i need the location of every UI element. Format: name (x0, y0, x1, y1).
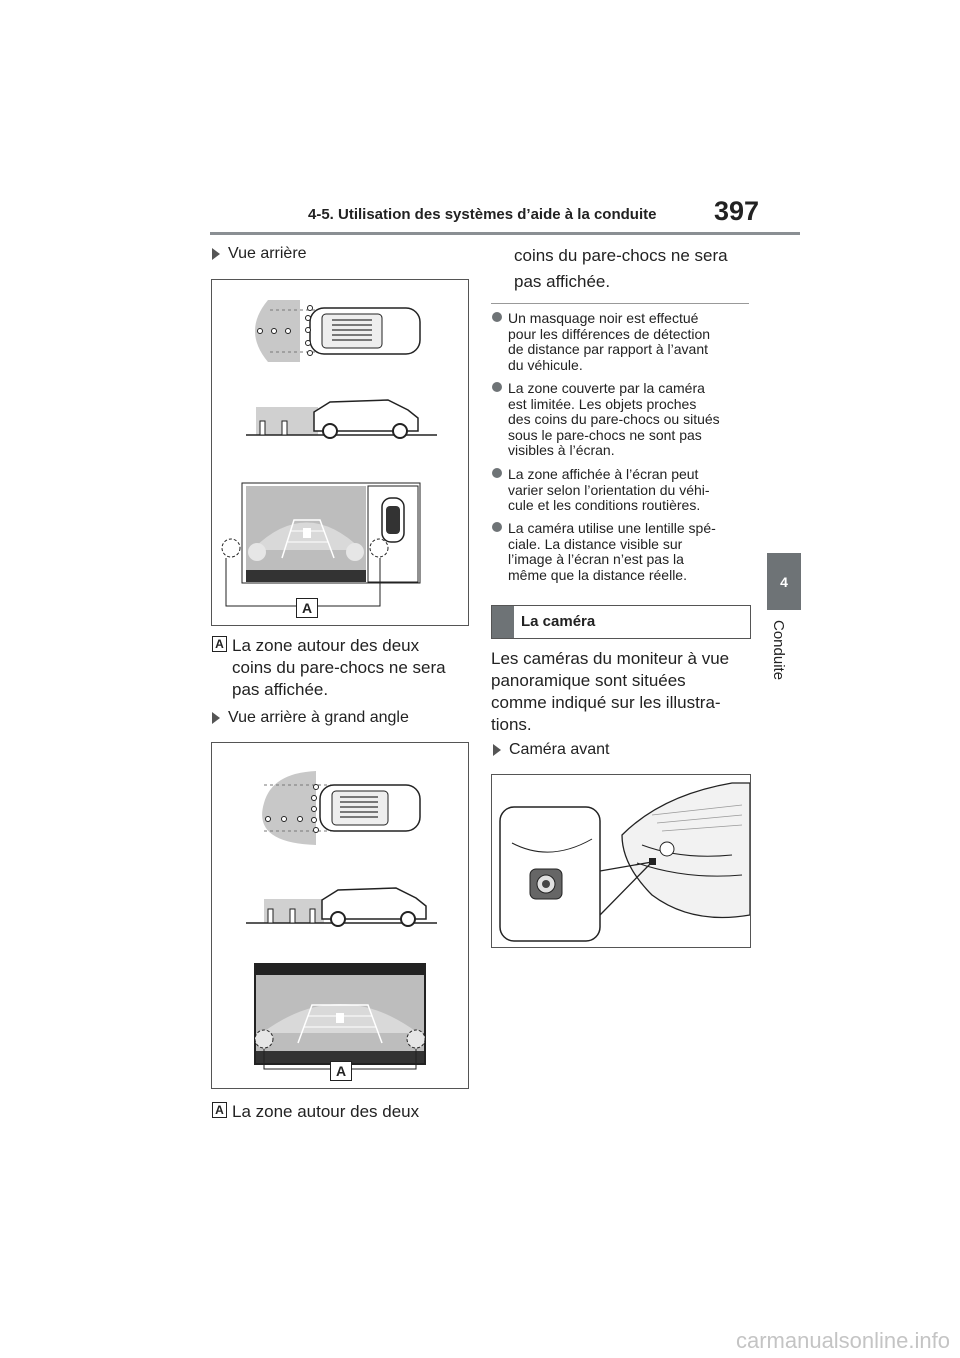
heading-wide-rear-view: Vue arrière à grand angle (212, 709, 409, 727)
label-box-a: A (212, 1102, 227, 1118)
text-line: tions. (491, 715, 532, 734)
note-line: cule et les conditions routières. (508, 497, 701, 513)
page-number: 397 (714, 196, 760, 226)
text-line: Les caméras du moniteur à vue (491, 649, 730, 668)
note-item: La zone affichée à l’écran peut varier s… (492, 466, 744, 514)
callout-label-a: A (296, 598, 318, 618)
note-line: est limitée. Les objets proches (508, 395, 697, 412)
section-header-text: La caméra (521, 613, 596, 630)
note-line: de distance par rapport à l’avant (508, 341, 709, 357)
caption-a-2: A (212, 1101, 227, 1119)
note-line: La caméra utilise une lentille spé- (508, 520, 716, 536)
note-item: La caméra utilise une lentille spé- cial… (492, 520, 744, 583)
figure-wide-rear-view: A (211, 742, 469, 1089)
heading-rear-view: Vue arrière (212, 245, 307, 263)
section-title: 4-5. Utilisation des systèmes d’aide à l… (308, 206, 657, 223)
bullet-dot-icon (492, 312, 502, 322)
caption-continuation: coins du pare-chocs ne sera pas affichée… (514, 243, 728, 295)
heading-text: Caméra avant (509, 741, 610, 758)
chapter-tab: 4 (767, 553, 801, 610)
note-line: des coins du pare-chocs ou situés (508, 411, 720, 427)
heading-text: Vue arrière (228, 245, 307, 262)
header-rule (210, 232, 800, 235)
note-item: La zone couverte par la caméra est limit… (492, 380, 744, 459)
rear-view-illustration (221, 300, 437, 607)
heading-front-camera: Caméra avant (493, 741, 610, 759)
label-box-a: A (212, 636, 227, 652)
section-marker (492, 606, 514, 638)
note-line: Un masquage noir est effectué (508, 310, 699, 326)
text-line: pas affichée. (514, 272, 611, 291)
chapter-label: Conduite (770, 620, 787, 681)
note-line: pour les différences de détection (508, 325, 711, 342)
note-item: Un masquage noir est effectué pour les d… (492, 310, 744, 373)
note-line: La zone affichée à l’écran peut (508, 466, 699, 482)
note-line: sous le pare-chocs ne sont pas (508, 426, 702, 443)
text-line: pas affichée. (232, 680, 329, 699)
camera-paragraph: Les caméras du moniteur à vue panoramiqu… (491, 648, 729, 736)
heading-text: Vue arrière à grand angle (228, 709, 409, 726)
bullet-dot-icon (492, 382, 502, 392)
text-line: panoramique sont situées (491, 671, 686, 690)
note-line: La zone couverte par la caméra (508, 380, 705, 396)
wide-rear-view-illustration (246, 771, 437, 1070)
divider (491, 303, 749, 304)
note-line: visibles à l’écran. (508, 442, 615, 458)
triangle-bullet-icon (212, 711, 220, 724)
caption-text-2: La zone autour des deux (232, 1101, 419, 1123)
note-line: ciale. La distance visible sur (508, 535, 683, 552)
note-line: même que la distance réelle. (508, 566, 687, 583)
text-line: La zone autour des deux (232, 1102, 420, 1121)
triangle-bullet-icon (212, 247, 220, 260)
figure-front-camera (491, 774, 751, 948)
figure-rear-view: A (211, 279, 469, 626)
callout-label-a: A (330, 1061, 352, 1081)
section-header-camera: La caméra (491, 605, 751, 639)
note-line: varier selon l’orientation du véhi- (508, 481, 710, 498)
text-line: comme indiqué sur les illustra- (491, 693, 721, 712)
text-line: coins du pare-chocs ne sera (514, 246, 728, 265)
note-line: l’image à l’écran n’est pas la (508, 551, 684, 567)
note-line: du véhicule. (508, 356, 583, 373)
triangle-bullet-icon (493, 743, 501, 756)
bullet-dot-icon (492, 468, 502, 478)
bullet-dot-icon (492, 522, 502, 532)
chapter-number: 4 (780, 573, 788, 590)
caption-a-1: A (212, 635, 227, 653)
text-line: coins du pare-chocs ne sera (232, 658, 446, 677)
watermark-site: carmanualsonline.info (735, 1328, 950, 1353)
text-line: La zone autour des deux (232, 636, 420, 655)
front-camera-illustration (499, 782, 751, 942)
caption-text-1: La zone autour des deux coins du pare-ch… (232, 635, 446, 701)
